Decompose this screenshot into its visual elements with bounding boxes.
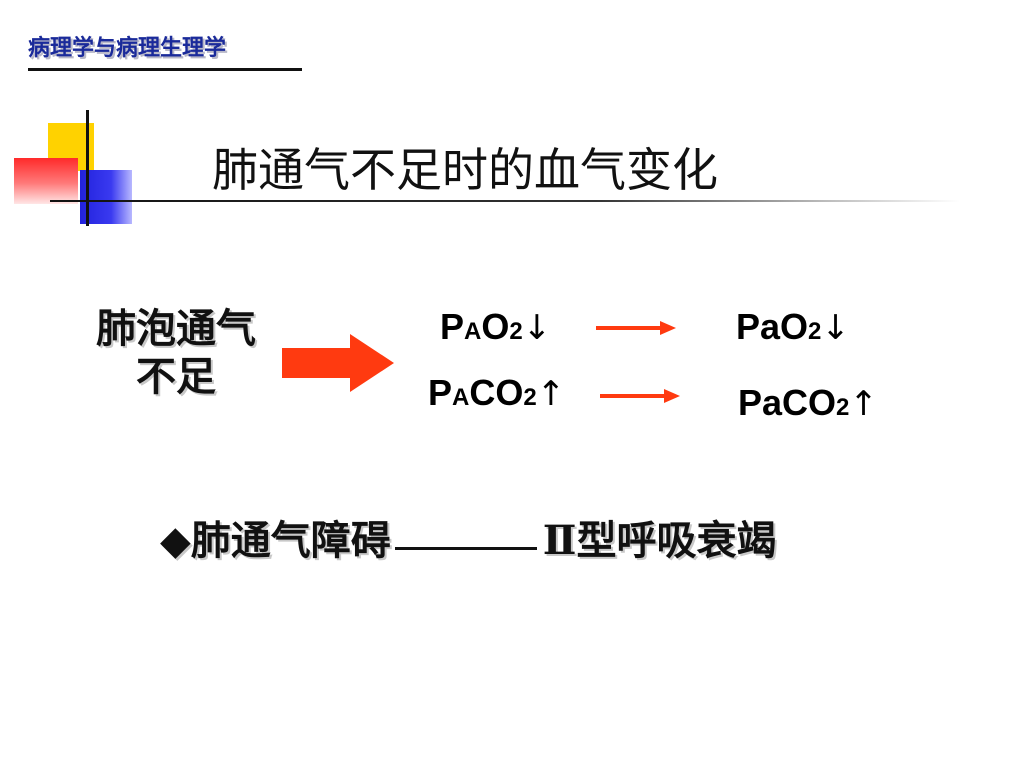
- long-dash: [394, 546, 537, 550]
- down-arrow-icon: ↓: [522, 308, 552, 348]
- arterial-po2-text: PaO: [736, 306, 809, 347]
- down-arrow-icon: ↓: [821, 308, 850, 348]
- alveolar-po2-num: 2: [509, 318, 523, 345]
- alveolar-po2-formula: PAO2↓: [440, 306, 551, 348]
- alveolar-po2-o: O: [481, 306, 510, 347]
- bullet-left-text: 肺通气障碍: [190, 517, 391, 564]
- arterial-pco2-text: PaCO: [738, 382, 837, 423]
- arterial-po2-formula: PaO2↓: [736, 306, 850, 348]
- big-right-arrow-icon: [282, 334, 394, 392]
- thin-right-arrow-icon: [600, 389, 680, 403]
- cause-text: 肺泡通气 不足: [78, 305, 274, 401]
- alveolar-po2-p: P: [440, 306, 465, 347]
- cause-line-2: 不足: [136, 353, 216, 400]
- logo-vertical-line: [86, 110, 89, 226]
- arterial-po2-num: 2: [808, 318, 822, 345]
- brand-title: 病理学与病理生理学: [28, 35, 227, 61]
- alveolar-pco2-p: P: [428, 372, 453, 413]
- cause-line-1: 肺泡通气: [96, 305, 256, 352]
- alveolar-pco2-sub: A: [452, 384, 470, 411]
- slide-title: 肺通气不足时的血气变化: [212, 143, 718, 197]
- alveolar-po2-sub: A: [464, 318, 482, 345]
- up-arrow-icon: ↑: [849, 384, 878, 424]
- diamond-bullet-icon: ◆: [160, 517, 191, 564]
- bullet-statement: ◆肺通气障碍 Ⅱ型呼吸衰竭: [160, 508, 776, 566]
- title-divider: [50, 200, 960, 202]
- alveolar-pco2-num: 2: [523, 384, 537, 411]
- bullet-right-text: Ⅱ型呼吸衰竭: [542, 517, 777, 564]
- thin-right-arrow-icon: [596, 321, 676, 335]
- brand-underline: [28, 68, 302, 71]
- arterial-pco2-num: 2: [836, 394, 850, 421]
- logo-red-square: [14, 158, 78, 204]
- alveolar-pco2-formula: PACO2↑: [428, 372, 565, 414]
- alveolar-pco2-co: CO: [469, 372, 524, 413]
- up-arrow-icon: ↑: [536, 374, 566, 414]
- arterial-pco2-formula: PaCO2↑: [738, 382, 878, 424]
